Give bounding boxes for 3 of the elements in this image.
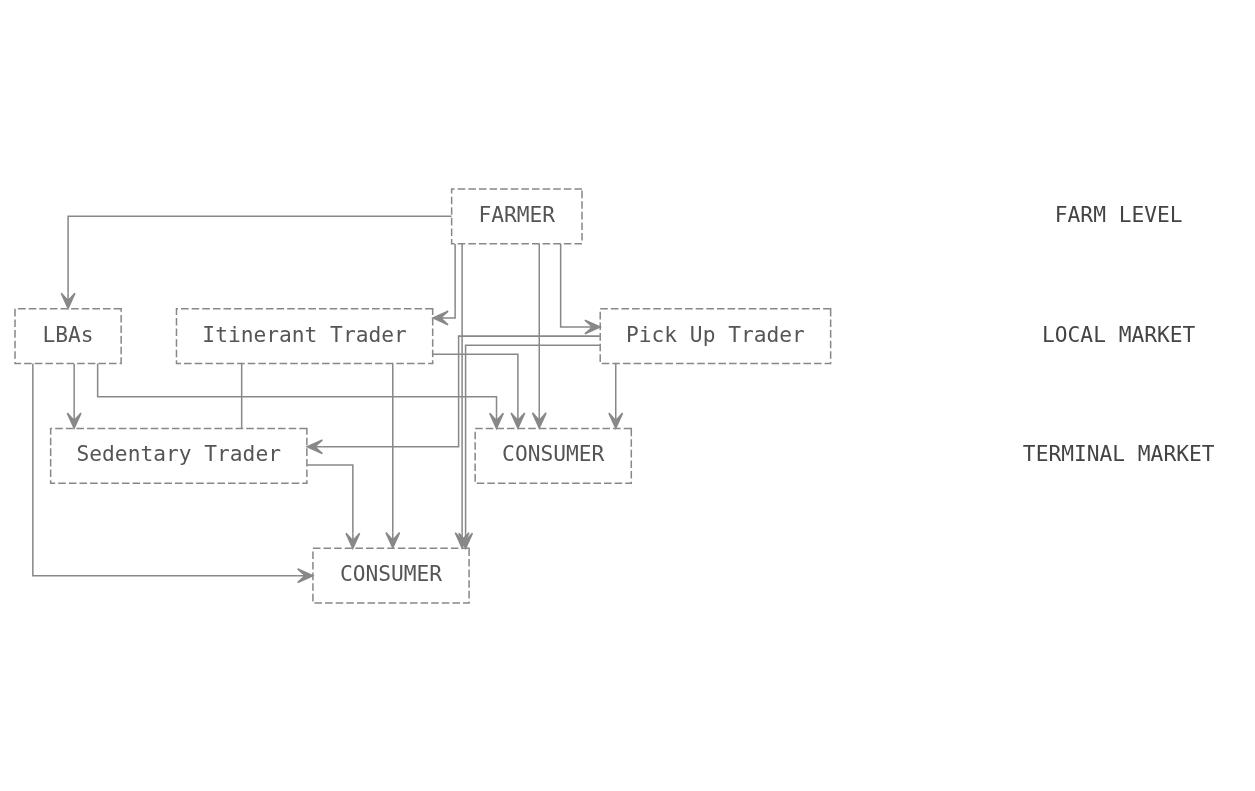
label: TERMINAL MARKET xyxy=(1022,440,1215,466)
label: FARM LEVEL xyxy=(1054,201,1183,227)
label: LOCAL MARKET xyxy=(1042,321,1196,347)
